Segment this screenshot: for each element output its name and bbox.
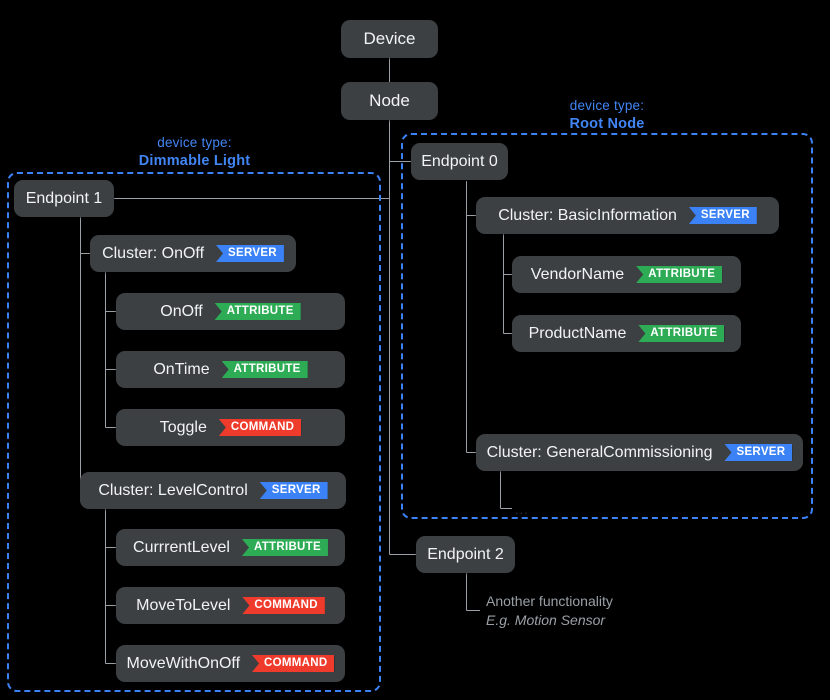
more-items-ellipsis: ...: [515, 502, 529, 517]
node-card-attribute-onoff[interactable]: OnOff ATTRIBUTE: [116, 293, 345, 330]
node-label: CurrrentLevel: [133, 538, 230, 556]
badge-server: SERVER: [688, 207, 757, 224]
endpoint-2-note: Another functionality E.g. Motion Sensor: [486, 592, 613, 630]
node-card-cluster-generalcommissioning[interactable]: Cluster: GeneralCommissioning SERVER: [476, 434, 803, 471]
node-card-device[interactable]: Device: [341, 20, 438, 58]
node-card-attribute-currentlevel[interactable]: CurrrentLevel ATTRIBUTE: [116, 529, 345, 566]
node-label: Node: [369, 91, 410, 110]
node-card-attribute-productname[interactable]: ProductName ATTRIBUTE: [512, 315, 741, 352]
badge-server: SERVER: [216, 245, 284, 262]
group-box-dimmable-light: [7, 172, 381, 692]
group-label-line1: device type:: [157, 135, 232, 150]
badge-command: COMMAND: [218, 419, 302, 436]
node-card-cluster-basicinformation[interactable]: Cluster: BasicInformation SERVER: [476, 197, 779, 234]
node-label: Endpoint 2: [427, 545, 504, 563]
node-label: Cluster: LevelControl: [98, 481, 248, 499]
node-label: ProductName: [528, 324, 627, 342]
node-label: MoveWithOnOff: [126, 654, 241, 672]
node-card-attribute-ontime[interactable]: OnTime ATTRIBUTE: [116, 351, 345, 388]
badge-command: COMMAND: [242, 597, 325, 614]
node-label: VendorName: [530, 265, 625, 283]
endpoint-2-note-line1: Another functionality: [486, 593, 613, 609]
endpoint-2-note-line2: E.g. Motion Sensor: [486, 612, 606, 628]
group-box-root-node: [401, 133, 813, 519]
node-label: Toggle: [159, 418, 207, 436]
node-card-cluster-levelcontrol[interactable]: Cluster: LevelControl SERVER: [80, 472, 346, 509]
node-label: Cluster: OnOff: [102, 244, 205, 262]
node-card-endpoint-2[interactable]: Endpoint 2: [416, 536, 515, 573]
node-card-attribute-vendorname[interactable]: VendorName ATTRIBUTE: [512, 256, 741, 293]
group-label-line2: Dimmable Light: [138, 153, 251, 169]
badge-attribute: ATTRIBUTE: [241, 539, 328, 556]
node-label: OnTime: [153, 360, 210, 378]
badge-attribute: ATTRIBUTE: [214, 303, 301, 320]
badge-server: SERVER: [724, 444, 793, 461]
node-card-node[interactable]: Node: [341, 82, 438, 120]
node-card-command-movewithonoff[interactable]: MoveWithOnOff COMMAND: [116, 645, 345, 682]
node-card-endpoint-1[interactable]: Endpoint 1: [14, 180, 114, 217]
group-label-line2: Root Node: [569, 116, 645, 132]
badge-command: COMMAND: [252, 655, 335, 672]
group-label-root-node: device type: Root Node: [474, 97, 740, 133]
node-label: Cluster: GeneralCommissioning: [486, 443, 713, 461]
node-label: MoveToLevel: [136, 596, 231, 614]
node-label: Endpoint 0: [421, 152, 498, 170]
badge-attribute: ATTRIBUTE: [221, 361, 308, 378]
badge-server: SERVER: [259, 482, 328, 499]
node-card-cluster-onoff[interactable]: Cluster: OnOff SERVER: [90, 235, 296, 272]
node-label: Cluster: BasicInformation: [498, 206, 677, 224]
node-label: Endpoint 1: [25, 189, 103, 207]
group-label-line1: device type:: [569, 98, 645, 113]
node-label: OnOff: [160, 302, 203, 320]
node-card-command-movetolevel[interactable]: MoveToLevel COMMAND: [116, 587, 345, 624]
node-card-endpoint-0[interactable]: Endpoint 0: [411, 143, 508, 180]
badge-attribute: ATTRIBUTE: [636, 266, 723, 283]
badge-attribute: ATTRIBUTE: [638, 325, 725, 342]
group-label-dimmable-light: device type: Dimmable Light: [52, 134, 337, 170]
node-label: Device: [363, 29, 416, 48]
node-card-command-toggle[interactable]: Toggle COMMAND: [116, 409, 345, 446]
